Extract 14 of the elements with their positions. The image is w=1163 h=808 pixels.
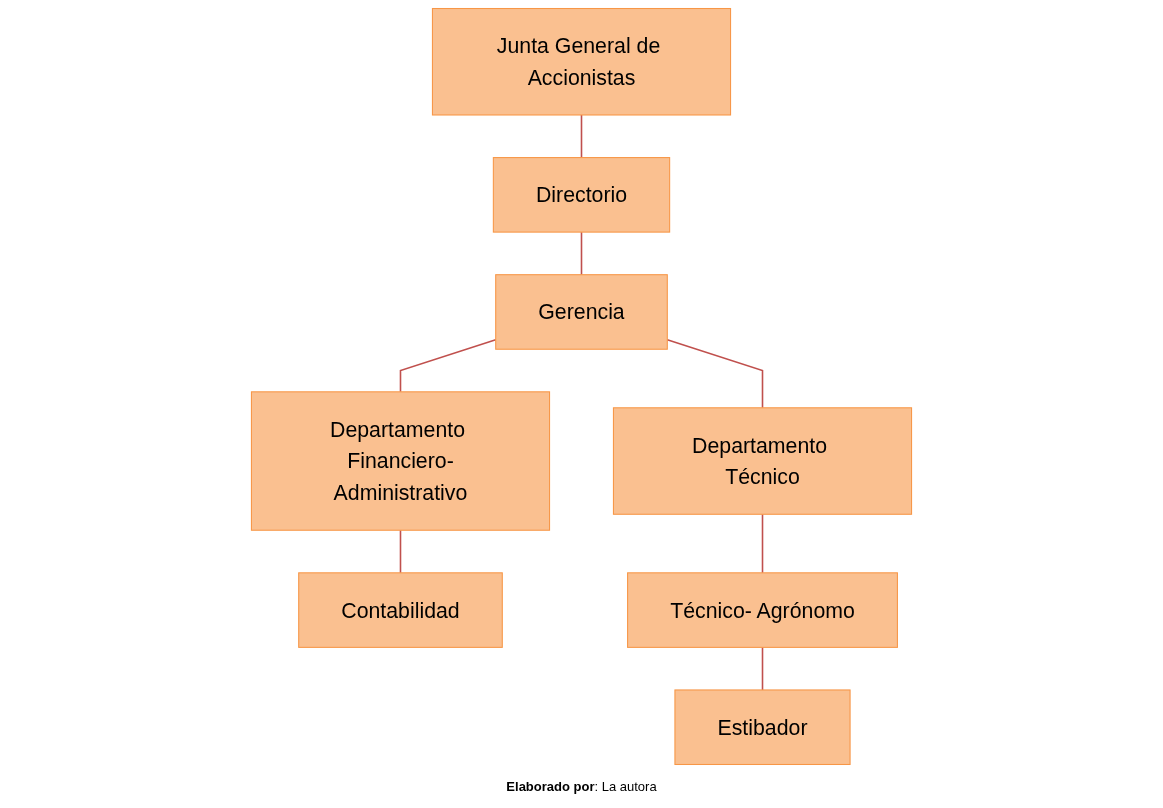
node-box: Departamento Técnico <box>612 407 913 515</box>
node-box: Departamento Financiero-Administrativo <box>250 391 551 531</box>
connector <box>761 646 764 691</box>
node-box: Directorio <box>492 157 671 233</box>
caption: Elaborado por: La autora <box>506 779 657 794</box>
node-box: Técnico- Agrónomo <box>627 572 898 648</box>
node-box: Gerencia <box>495 274 668 350</box>
node-box: Junta General de Accionistas <box>431 8 732 116</box>
connector <box>580 114 583 159</box>
node-box: Contabilidad <box>298 572 503 648</box>
connector <box>580 231 583 276</box>
node-box: Estibador <box>674 689 851 765</box>
connector <box>761 513 764 574</box>
connector <box>399 529 402 574</box>
